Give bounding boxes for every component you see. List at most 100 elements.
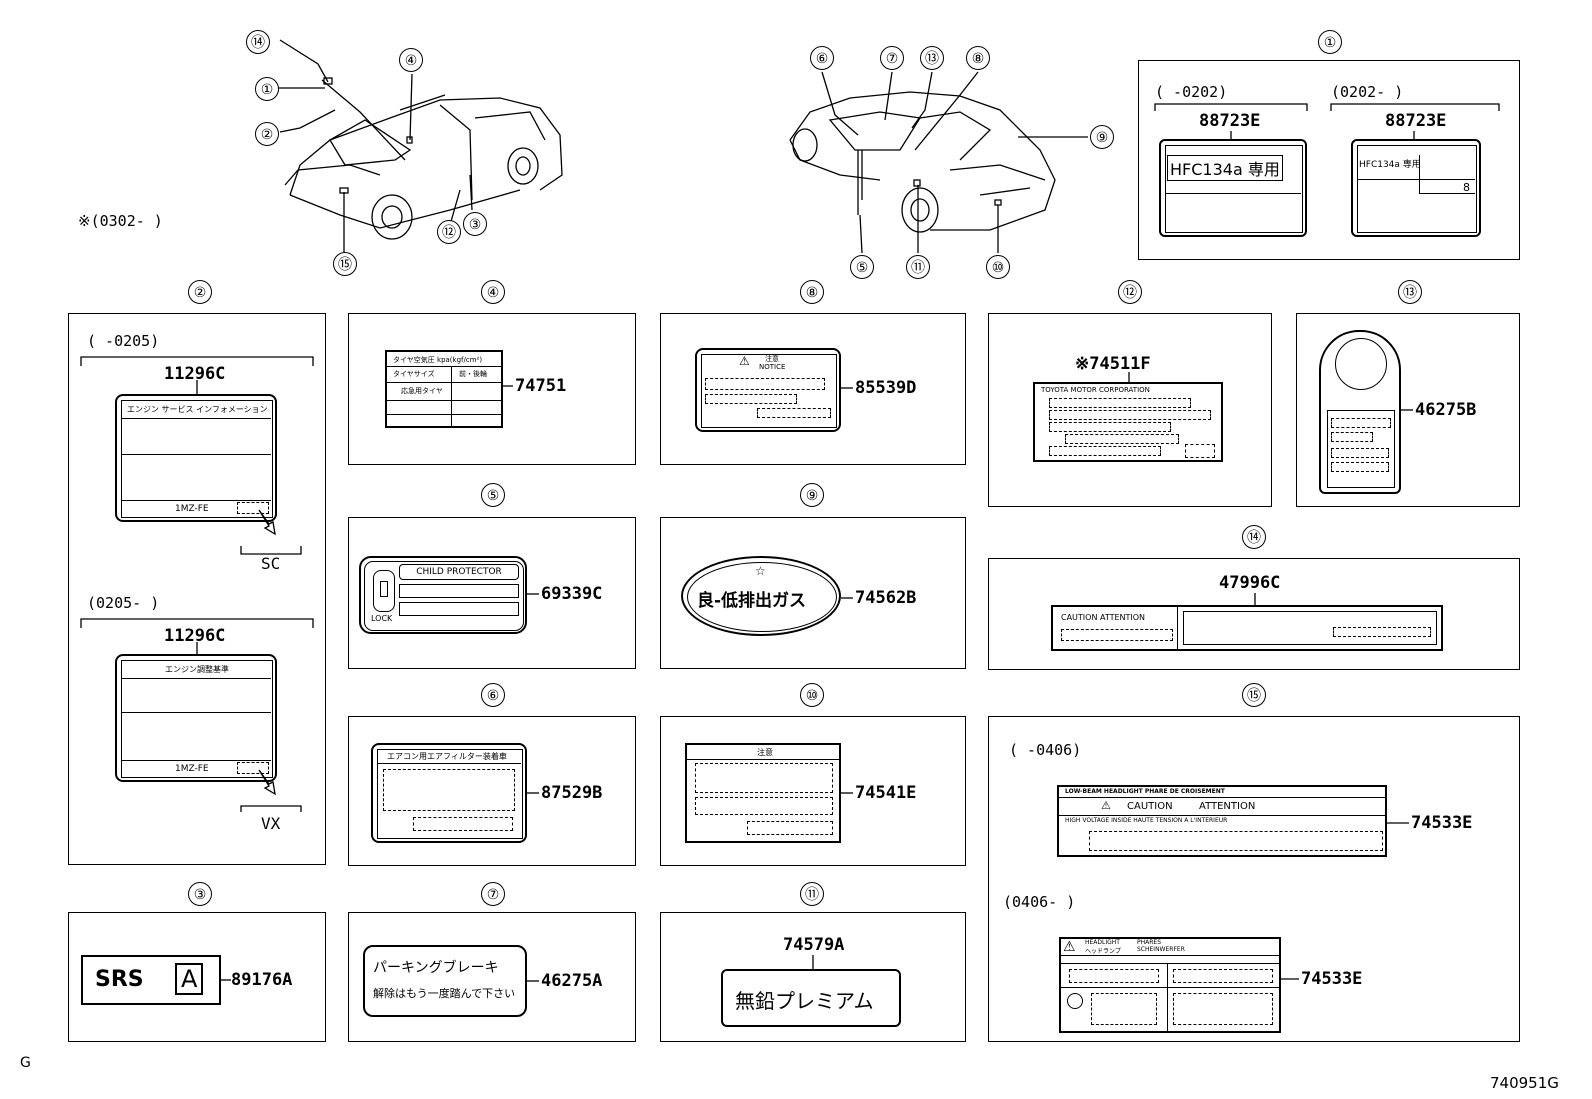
panel-6-part: 87529B — [541, 783, 603, 803]
callout-9: ⑨ — [1090, 125, 1114, 149]
panel-4-part: 74751 — [515, 376, 567, 396]
callout-2: ② — [255, 122, 279, 146]
panel-2-range-b: (0205- ) — [87, 594, 160, 612]
panel-2-part-a: 11296C — [164, 364, 226, 384]
callout-15: ⑮ — [333, 252, 357, 276]
label-88723e-b-text: HFC134a 専用 — [1359, 160, 1421, 170]
panel-2-number: ② — [188, 280, 212, 304]
panel-12-number: ⑫ — [1118, 280, 1142, 304]
lock-label: LOCK — [371, 614, 393, 623]
label-74533e-a-head: LOW-BEAM HEADLIGHT PHARE DE CROISEMENT — [1065, 788, 1225, 795]
panel-4: タイヤ空気圧 kpa(kgf/cm²) タイヤサイズ 前・後輪 応急用タイヤ 7… — [348, 313, 636, 465]
label-69339c: LOCK CHILD PROTECTOR — [359, 556, 527, 634]
panel-10-number: ⑩ — [800, 683, 824, 707]
label-46275b — [1319, 330, 1401, 494]
panel-15-range-a: ( -0406) — [1009, 741, 1082, 759]
footer-left: G — [20, 1055, 31, 1071]
panel-15-part-a: 74533E — [1411, 813, 1473, 833]
label-88723e-b-value: 8 — [1463, 181, 1470, 194]
hanger-hole — [1335, 338, 1387, 390]
label-46275a: パーキングブレーキ 解除はもう一度踏んで下さい — [363, 945, 527, 1017]
callout-3: ③ — [463, 212, 487, 236]
label-74533e-b-head3: PHARES — [1137, 939, 1162, 946]
label-88723e-a-text: HFC134a 専用 — [1167, 155, 1283, 181]
panel-4-number: ④ — [481, 280, 505, 304]
label-74751: タイヤ空気圧 kpa(kgf/cm²) タイヤサイズ 前・後輪 応急用タイヤ — [385, 350, 503, 428]
panel-5: LOCK CHILD PROTECTOR 69339C — [348, 517, 636, 669]
panel-7: パーキングブレーキ 解除はもう一度踏んで下さい 46275A — [348, 912, 636, 1042]
warning-icon-a: ⚠ — [1101, 799, 1111, 812]
label-74562b: ☆ 良-低排出ガス — [681, 556, 841, 636]
panel-12: ※74511F TOYOTA MOTOR CORPORATION — [988, 313, 1272, 507]
warning-icon: ⚠ — [739, 354, 750, 368]
label-74579a-text: 無鉛プレミアム — [735, 989, 874, 1013]
panel-1-part-a: 88723E — [1199, 111, 1261, 131]
label-74751-row2: タイヤサイズ — [393, 370, 435, 378]
panel-14-part: 47996C — [1219, 573, 1281, 593]
srs-text: SRS — [95, 967, 144, 992]
callout-10: ⑩ — [986, 255, 1010, 279]
label-74751-row3: 応急用タイヤ — [401, 387, 443, 395]
callout-13: ⑬ — [920, 46, 944, 70]
panel-5-number: ⑤ — [481, 483, 505, 507]
panel-15: ( -0406) LOW-BEAM HEADLIGHT PHARE DE CRO… — [988, 716, 1520, 1042]
panel-9-number: ⑨ — [800, 483, 824, 507]
panel-2-grade-a: SC — [261, 554, 281, 573]
panel-9-part: 74562B — [855, 588, 917, 608]
callout-8: ⑧ — [966, 46, 990, 70]
panel-8-number: ⑧ — [800, 280, 824, 304]
panel-3: SRS A 89176A — [68, 912, 326, 1042]
panel-7-part: 46275A — [541, 971, 603, 991]
label-11296c-a-head: エンジン サービス インフォメーション — [127, 405, 268, 414]
panel-10: 注意 74541E — [660, 716, 966, 866]
panel-1: ( -0202) (0202- ) 88723E 88723E HFC134a … — [1138, 60, 1520, 260]
label-74511f: TOYOTA MOTOR CORPORATION — [1033, 382, 1223, 462]
panel-7-number: ⑦ — [481, 882, 505, 906]
lock-icon — [373, 570, 395, 612]
panel-2-grade-b: VX — [261, 814, 281, 833]
panel-15-part-b: 74533E — [1301, 969, 1363, 989]
panel-13-part: 46275B — [1415, 400, 1477, 420]
callout-14: ⑭ — [246, 30, 270, 54]
panel-10-part: 74541E — [855, 783, 917, 803]
callout-12: ⑫ — [437, 220, 461, 244]
warning-icon-b: ⚠ — [1063, 939, 1076, 955]
label-74533e-b-head4: SCHEINWERFER — [1137, 946, 1185, 953]
footer-right: 740951G — [1490, 1074, 1559, 1092]
label-74562b-text: 良-低排出ガス — [697, 591, 807, 611]
label-74533e-a: LOW-BEAM HEADLIGHT PHARE DE CROISEMENT ⚠… — [1057, 785, 1387, 857]
panel-2-range-a: ( -0205) — [87, 332, 160, 350]
panel-6-number: ⑥ — [481, 683, 505, 707]
panel-1-part-b: 88723E — [1385, 111, 1447, 131]
label-11296c-b-head: エンジン調整基準 — [165, 665, 229, 674]
label-74533e-b-head1: HEADLIGHT — [1085, 939, 1120, 946]
label-74541e-head: 注意 — [757, 748, 773, 757]
label-11296c-b: エンジン調整基準 1MZ-FE — [115, 654, 277, 782]
panel-1-range-b: (0202- ) — [1331, 83, 1404, 101]
label-11296c-a-engine: 1MZ-FE — [175, 504, 209, 514]
panel-11: 74579A 無鉛プレミアム — [660, 912, 966, 1042]
label-89176a: SRS A — [81, 955, 221, 1005]
label-46275a-line1: パーキングブレーキ — [373, 960, 499, 976]
label-47996c: CAUTION ATTENTION — [1051, 605, 1443, 651]
note-range: ※(0302- ) — [78, 212, 163, 230]
label-88723e-b: HFC134a 専用 8 — [1351, 139, 1481, 237]
label-74533e-a-caution: CAUTION — [1127, 801, 1173, 812]
panel-13-number: ⑬ — [1398, 280, 1422, 304]
label-74751-row2b: 前・後輪 — [459, 370, 487, 378]
panel-14: 47996C CAUTION ATTENTION — [988, 558, 1520, 670]
label-11296c-a: エンジン サービス インフォメーション 1MZ-FE — [115, 394, 277, 522]
label-85539d: ⚠ 注意 NOTICE — [695, 348, 841, 432]
label-74533e-a-attention: ATTENTION — [1199, 801, 1256, 812]
label-74533e-b: ⚠ HEADLIGHT ヘッドランプ PHARES SCHEINWERFER — [1059, 937, 1281, 1033]
label-11296c-b-engine: 1MZ-FE — [175, 764, 209, 774]
panel-11-number: ⑪ — [800, 882, 824, 906]
panel-14-number: ⑭ — [1242, 525, 1266, 549]
panel-6: エアコン用エアフィルター装着車 87529B — [348, 716, 636, 866]
label-87529b-head: エアコン用エアフィルター装着車 — [387, 752, 507, 761]
panel-12-part: ※74511F — [1075, 354, 1151, 374]
callout-5: ⑤ — [850, 255, 874, 279]
callout-1: ① — [255, 77, 279, 101]
